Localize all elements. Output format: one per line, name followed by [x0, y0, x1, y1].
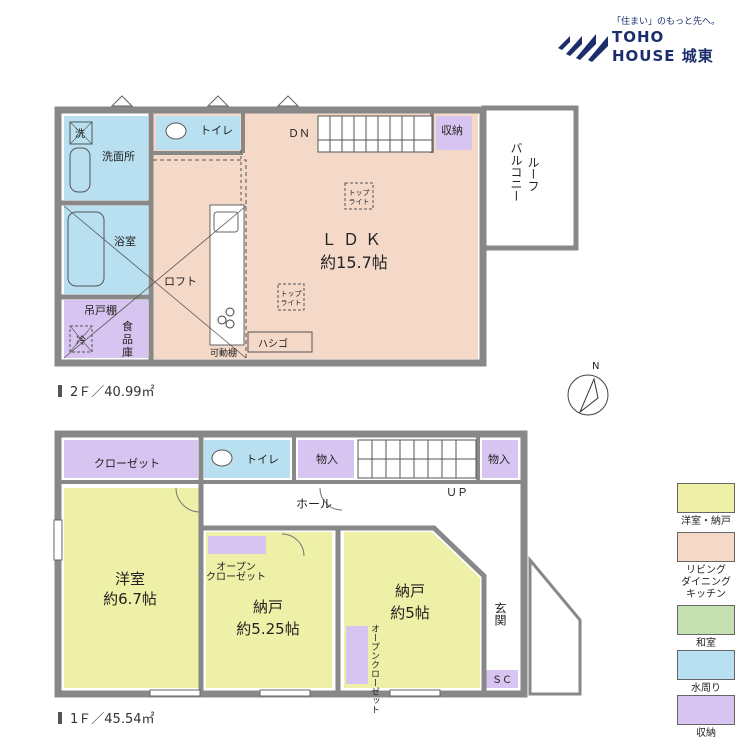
open-closet-v-area [346, 626, 368, 684]
legend-swatch [677, 650, 735, 680]
toho-logo-icon [558, 34, 608, 62]
closet-area [64, 440, 198, 478]
ldk-size: 約15.7帖 [320, 253, 388, 272]
pantry-label-1: 食 [122, 319, 133, 333]
entrance-label: 玄関 [493, 601, 507, 626]
open-closet-label-1: オープン [216, 561, 255, 573]
toplight-icon [277, 283, 305, 311]
toplight-label-2: ライト [349, 198, 370, 206]
toilet1-icon [211, 449, 233, 467]
washer-icon [69, 121, 93, 145]
movable-shelf-label: 可動棚 [210, 347, 237, 359]
door-storage [319, 487, 343, 511]
sink-icon [213, 211, 239, 233]
legend-storage: 収納 [676, 695, 736, 740]
legend-water: 水周り [676, 650, 736, 695]
toilet2-icon [165, 122, 187, 140]
floor2-plan: ＬＤＫ 約15.7帖 トイレ ＤＮ 収納 洗 洗面所 浴室 ロフト 吊戸棚 食 … [54, 95, 579, 367]
open-closet-v-label: オープンクローゼット [369, 624, 380, 714]
fridge-label: 冷 [76, 334, 86, 347]
dn-label: ＤＮ [288, 127, 310, 140]
bathtub-icon [67, 211, 105, 287]
storeroom-b-label: 納戸 [395, 582, 425, 600]
storeroom-a-label: 納戸 [253, 598, 283, 616]
toplight2-label-1: トップ [281, 290, 302, 298]
storeroom-b-size: 約5帖 [390, 604, 430, 622]
door-western [175, 487, 201, 513]
ldk-label: ＬＤＫ [321, 230, 387, 249]
entrance-porch [528, 555, 582, 696]
closet-label: クローゼット [94, 457, 160, 470]
storage-b-area [482, 440, 518, 478]
storeroom-b-area [344, 532, 480, 688]
hall-label: ホール [296, 497, 332, 511]
fridge-icon [69, 325, 93, 353]
toplight-label-1: トップ [349, 189, 370, 197]
toplight-icon [344, 182, 374, 210]
kitchen-counter [209, 204, 245, 346]
legend-swatch [677, 605, 735, 635]
stairs-1f [357, 439, 477, 479]
western-size: 約6.7帖 [103, 590, 157, 608]
legend-washitsu: 和室 [676, 605, 736, 650]
stairs-2f [317, 115, 433, 153]
legend-western: 洋室・納戸 [676, 483, 736, 528]
legend-label: 水周り [691, 683, 721, 694]
toilet1-label: トイレ [246, 453, 279, 466]
brand-tagline: 「住まい」のもっと先へ。 [612, 17, 721, 27]
legend-swatch [677, 483, 735, 513]
bath-area [64, 206, 148, 294]
western-label: 洋室 [115, 570, 145, 588]
balcony-area [481, 105, 579, 251]
balcony-label: バルコニー [509, 142, 523, 202]
up-label: ＵＰ [446, 486, 468, 499]
ladder-frame [247, 331, 313, 353]
hanging-shelf-label: 吊戸棚 [84, 303, 117, 317]
brand-name-line2: HOUSE 城東 [612, 47, 714, 65]
toilet2-label: トイレ [200, 124, 233, 137]
loft-label: ロフト [164, 275, 197, 288]
pantry-area [64, 300, 148, 358]
legend-swatch [677, 695, 735, 725]
legend-swatch [677, 532, 735, 562]
western-area [64, 488, 200, 688]
door-storeroom-a [281, 533, 305, 557]
shoe-closet-label: ＳＣ [492, 675, 512, 686]
floor1-plan: クローゼット トイレ 物入 物入 ホール ＵＰ 洋室 約6.7帖 オープン クロ… [53, 430, 582, 714]
washroom-label: 洗面所 [102, 150, 135, 163]
ladder-label: ハシゴ [258, 337, 288, 350]
floor2-outer-wall [54, 106, 487, 367]
floor1-caption-text: 1Ｆ／45.54㎡ [70, 712, 155, 727]
storeroom-a-area [206, 532, 332, 688]
legend-label: 収納 [696, 728, 716, 739]
legend-label: 洋室・納戸 [681, 516, 731, 527]
storage2-label: 収納 [441, 124, 463, 137]
open-closet-label-2: クローゼット [206, 571, 266, 583]
storage2-area [436, 116, 472, 150]
compass-icon: N [567, 361, 609, 416]
washer-label: 洗 [75, 128, 85, 140]
floor2-caption-text: 2Ｆ／40.99㎡ [70, 385, 155, 400]
legend-ldk: リビング ダイニング キッチン [676, 532, 736, 601]
pantry-label-2: 品 [122, 333, 133, 346]
legend-label: リビング ダイニング キッチン [681, 565, 731, 600]
storage-b-label: 物入 [488, 452, 510, 466]
toplight2-label-2: ライト [281, 299, 302, 307]
pantry-label-3: 庫 [122, 345, 133, 359]
floor2-caption: 2Ｆ／40.99㎡ [58, 381, 155, 400]
storage-a-label: 物入 [316, 452, 338, 466]
legend-label: 和室 [696, 638, 716, 649]
bath-label: 浴室 [114, 234, 136, 248]
balcony-label-2: ルーフ [526, 156, 540, 192]
sc-area [484, 670, 518, 688]
brand-name-line1: TOHO [612, 28, 665, 46]
storage-a-area [298, 440, 354, 478]
storeroom-a-size: 約5.25帖 [236, 620, 299, 638]
compass-north: N [592, 361, 599, 372]
basin-icon [69, 147, 91, 193]
floor1-caption: 1Ｆ／45.54㎡ [58, 708, 155, 727]
stove-icon [217, 315, 227, 325]
open-closet-area [208, 536, 266, 554]
